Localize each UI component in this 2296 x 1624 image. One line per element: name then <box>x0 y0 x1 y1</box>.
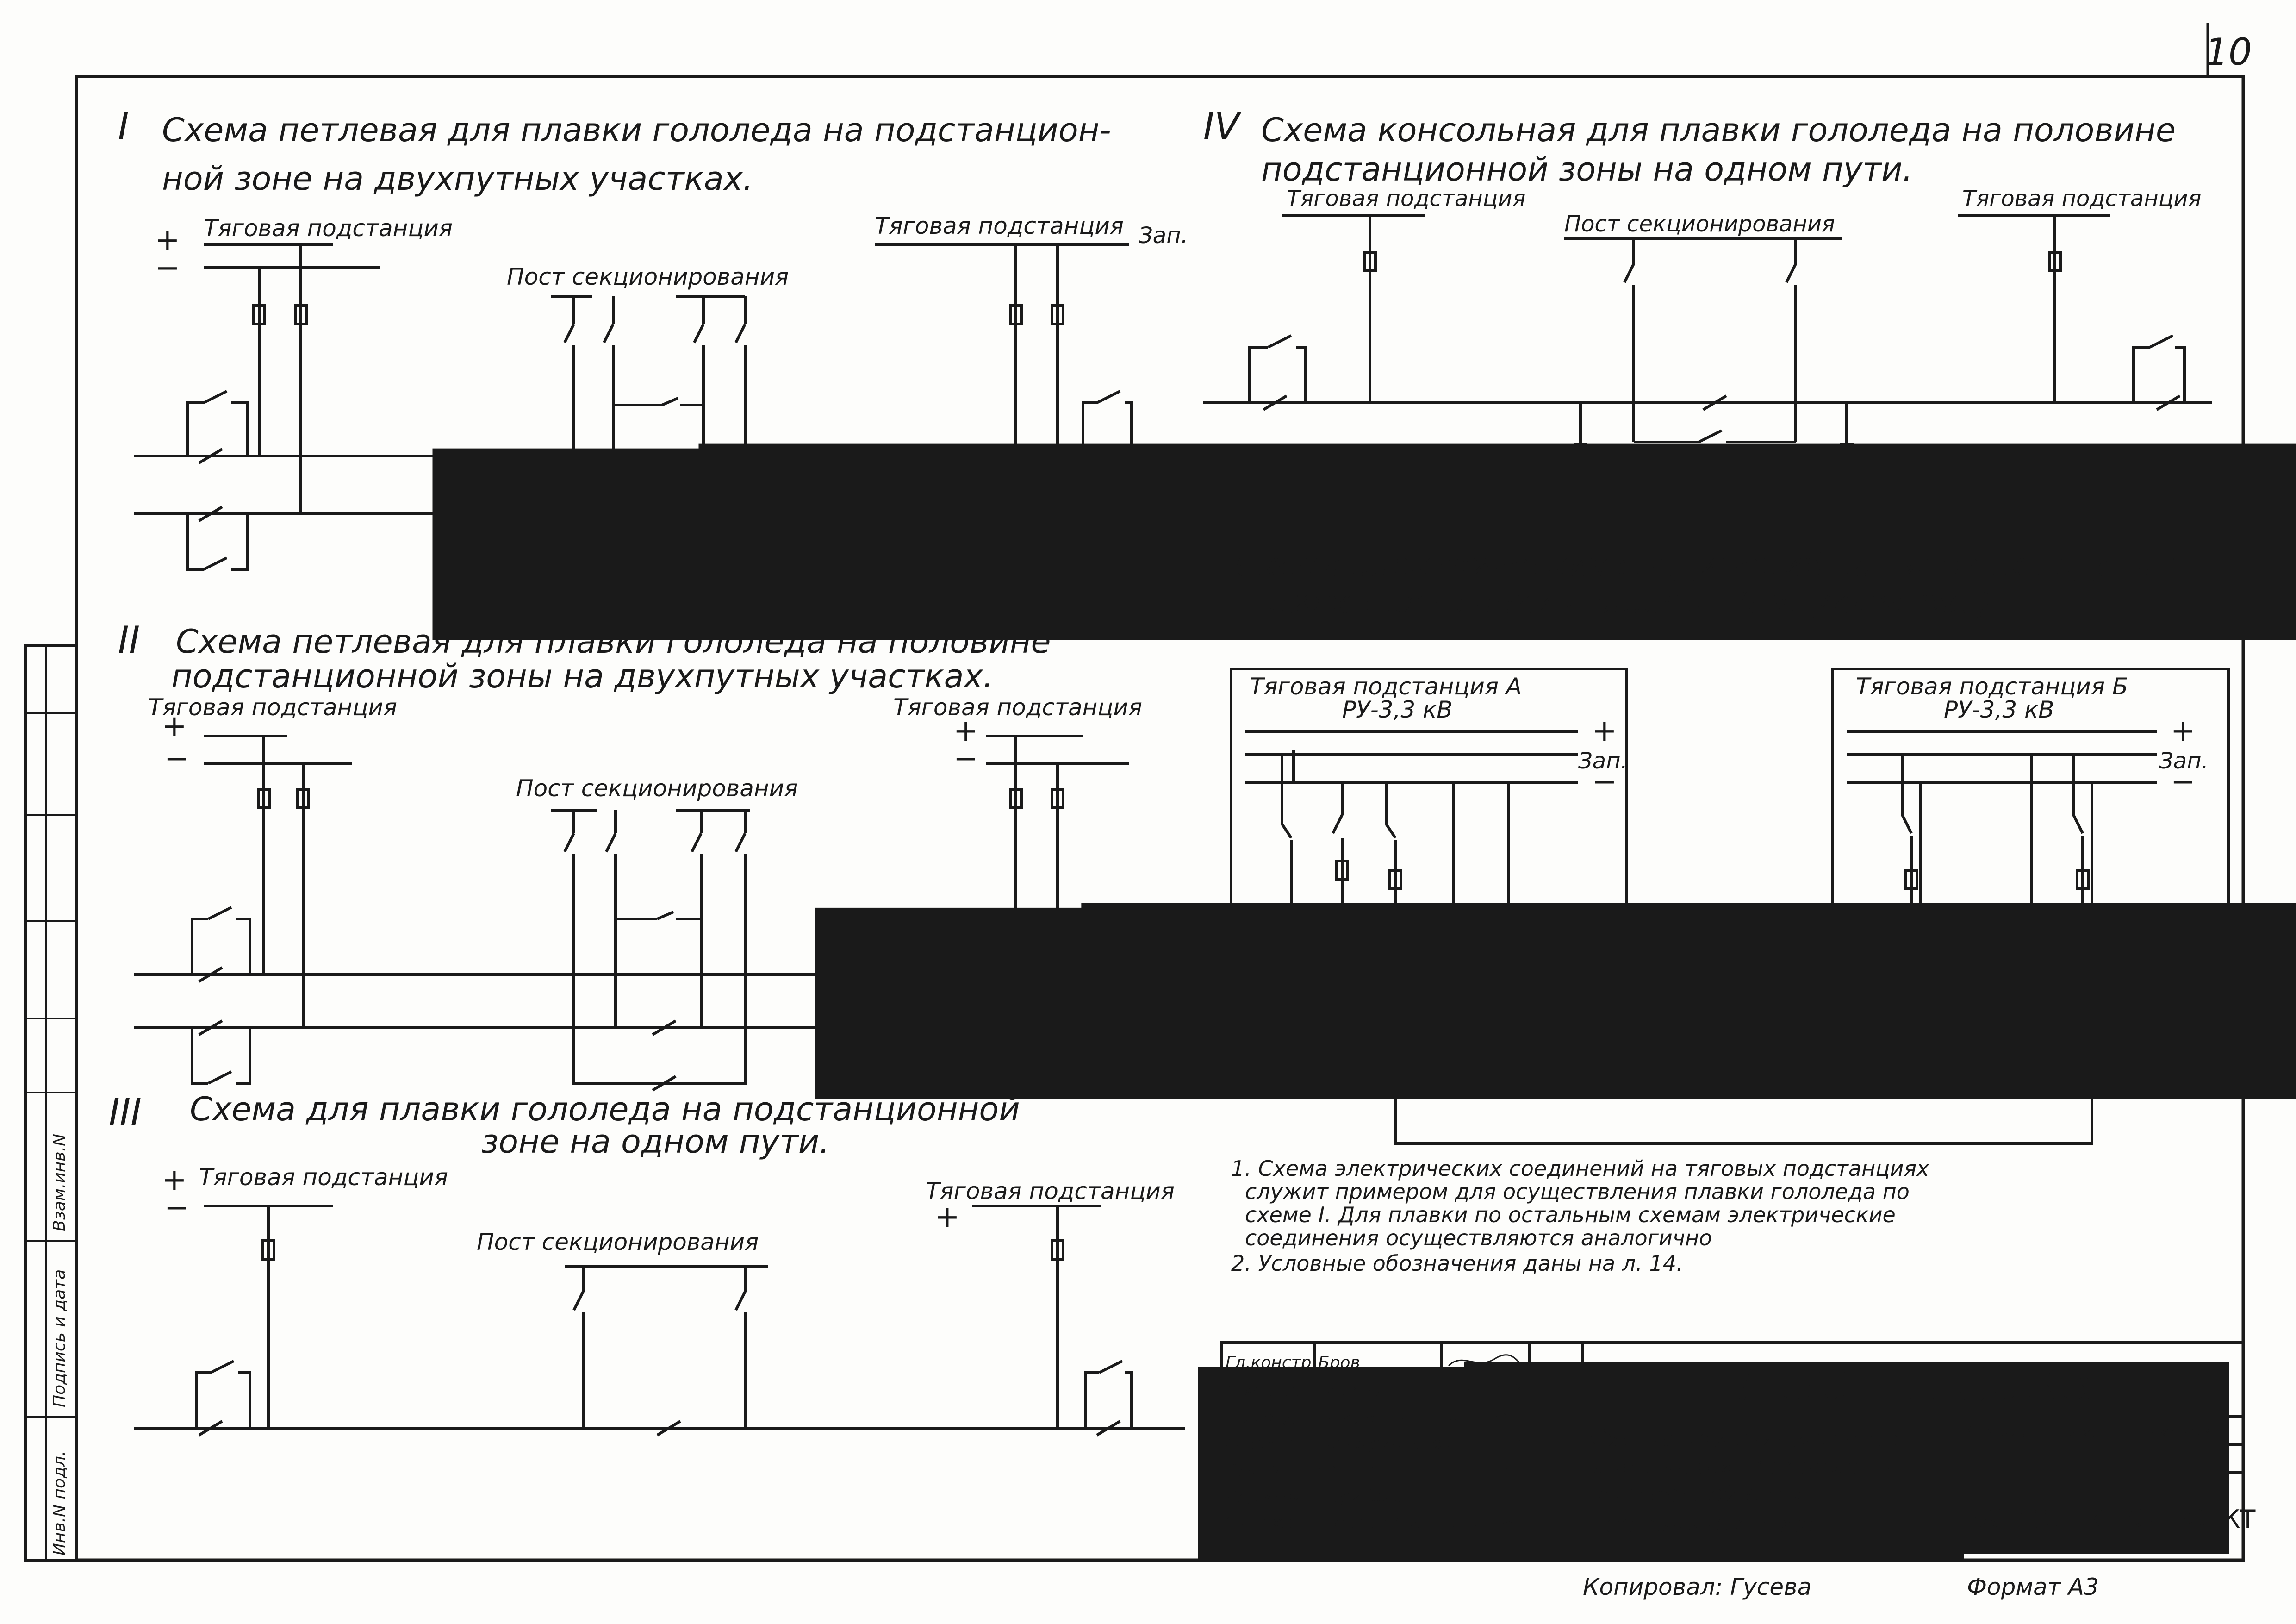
section-4-title-line1: Схема консольная для плавки гололеда на … <box>1261 111 2176 149</box>
sheets-header: Листов <box>2147 1423 2209 1442</box>
section-2-minus-right: − <box>953 742 978 776</box>
substation-a-title: Тяговая подстанция А <box>1250 673 1522 700</box>
section-4-substation-left: Тяговая подстанция <box>1287 186 1525 212</box>
note-line-5: 2. Условные обозначения даны на л. 14. <box>1231 1251 1683 1276</box>
bus-a-plus: + <box>1592 714 1617 748</box>
copied-by: Копировал: Гусева <box>1583 1574 1811 1600</box>
title-block: Гл.констр. Н.контр. Нач.отд. Гл.спец. Ру… <box>1220 1341 2256 1562</box>
role-standards-control: Н.контр. <box>1226 1381 1300 1400</box>
section-2-substation-left: Тяговая подстанция <box>148 694 397 721</box>
section-4-post-label: Пост секционирования <box>1564 211 1835 237</box>
connections-title-line2: циях для плавки гололеда (см. указание ) <box>1268 583 1991 621</box>
section-3: III Схема для плавки гололеда на подстан… <box>109 1090 1185 1437</box>
sheets-value: 1 <box>2187 1450 2197 1469</box>
connections-diagram: Схема электрических соединений на тяговы… <box>1230 546 2230 1145</box>
section-1-post-label: Пост секционирования <box>507 263 789 290</box>
substation-b-ru: РУ-3,3 кВ <box>1944 696 2054 723</box>
section-1-substation-left: Тяговая подстанция <box>204 215 453 242</box>
section-3-plus-right: + <box>935 1200 960 1234</box>
name-2: Перова <box>1318 1381 1381 1400</box>
section-4-numeral: IV <box>1203 105 1242 148</box>
section-1: I Схема петлевая для плавки гололеда на … <box>118 105 1188 578</box>
bus-b-minus: − <box>2171 765 2196 799</box>
name-7: Емельянова <box>1318 1513 1423 1532</box>
section-1-plus: + <box>155 223 180 257</box>
section-3-substation-left: Тяговая подстанция <box>199 1164 448 1191</box>
section-2-plus: + <box>162 709 187 743</box>
role-department-head: Нач.отд. <box>1226 1409 1300 1428</box>
name-6: Варибода <box>1318 1487 1403 1506</box>
bus-b-spare: Зап. <box>2159 748 2209 774</box>
drawing-title-line1: Схемы принципиальные <box>1590 1425 1900 1453</box>
section-4: IV Схема консольная для плавки гололеда … <box>433 105 2296 1463</box>
stamp-replace-inv: Взам.инв.N <box>50 1134 69 1231</box>
section-2-title-line2: подстанционной зоны на двухпутных участк… <box>171 657 993 695</box>
section-3-substation-right: Тяговая подстанция <box>926 1178 1175 1205</box>
section-1-minus: − <box>155 251 180 285</box>
stage-header: Стадия <box>1967 1423 2031 1442</box>
note-line-3: схеме I. Для плавки по остальным схемам … <box>1245 1202 1896 1227</box>
drawing-title-line4: постоянного тока <box>1590 1511 1816 1538</box>
name-1: Бров <box>1318 1353 1360 1372</box>
section-3-plus: + <box>162 1163 187 1197</box>
section-1-spare-label: Зап. <box>1139 223 1188 249</box>
organization-name: ТРАНСЭЛЕКТРОПРОЕКТ <box>1949 1505 2256 1534</box>
side-stamp-labels: Взам.инв.N Подпись и дата Инв.N подл. <box>50 1134 69 1555</box>
section-2-substation-right: Тяговая подстанция <box>893 694 1142 721</box>
drawing-title-line2: для плавки гололеда на <box>1589 1453 1899 1480</box>
stamp-original-inv: Инв.N подл. <box>50 1451 69 1555</box>
stamp-signature-date: Подпись и дата <box>50 1269 69 1407</box>
name-5: Постнов <box>1318 1460 1391 1479</box>
substation-a-ru: РУ-3,3 кВ <box>1342 696 1453 723</box>
role-senior-technician: Ст.техн. <box>1226 1513 1298 1532</box>
section-3-title-line2: зоне на одном пути. <box>481 1123 830 1161</box>
sheet-number: 10 <box>2205 31 2252 74</box>
note-line-4: соединения осуществляются аналогично <box>1245 1225 1712 1250</box>
section-4-substation-right: Тяговая подстанция <box>1962 186 2201 212</box>
name-3: Гамаюнов <box>1318 1409 1405 1428</box>
sheet-frame <box>24 23 2245 1562</box>
section-3-post-label: Пост секционирования <box>477 1229 759 1255</box>
drawing-title-line3: контактной сети <box>1590 1480 1804 1508</box>
bus-a-spare: Зап. <box>1578 748 1628 774</box>
bus-b-plus: + <box>2171 714 2196 748</box>
sheet-format: Формат А3 <box>1967 1574 2099 1600</box>
note-line-2: служит примером для осуществления плавки… <box>1245 1179 1910 1204</box>
note-line-1: 1. Схема электрических соединений на тяг… <box>1231 1156 1929 1181</box>
notes: 1. Схема электрических соединений на тяг… <box>1231 1156 1929 1276</box>
role-group-leader: Рук.гр. <box>1226 1460 1285 1479</box>
section-1-title-line2: ной зоне на двухпутных участках. <box>162 160 753 198</box>
section-4-title-line2: подстанционной зоны на одном пути. <box>1261 150 1913 188</box>
document-code: 7.501-1 0033 <box>1728 1352 2095 1416</box>
section-1-numeral: I <box>118 105 129 148</box>
section-1-title-line1: Схема петлевая для плавки гололеда на по… <box>162 111 1111 149</box>
substation-b-title: Тяговая подстанция Б <box>1856 673 2128 700</box>
role-lead-engineer: Вед.инж. <box>1226 1487 1306 1506</box>
connections-title-line1: Схема электрических соединений на тяговы… <box>1236 546 2187 584</box>
section-3-minus: − <box>164 1191 189 1225</box>
section-2-plus-right: + <box>953 714 978 748</box>
signature-marks <box>1448 1354 1524 1529</box>
bus-a-minus: − <box>1592 765 1617 799</box>
section-3-numeral: III <box>109 1091 142 1134</box>
role-chief-designer: Гл.констр. <box>1226 1353 1317 1372</box>
role-chief-specialist: Гл.спец. <box>1226 1434 1298 1453</box>
section-2-numeral: II <box>118 618 140 662</box>
section-2-minus: − <box>164 742 189 776</box>
section-1-substation-right: Тяговая подстанция <box>875 212 1124 239</box>
name-4: Новогрудский <box>1318 1434 1443 1453</box>
section-2-post-label: Пост секционирования <box>516 775 798 802</box>
sheet-header: Лист <box>2068 1423 2111 1442</box>
